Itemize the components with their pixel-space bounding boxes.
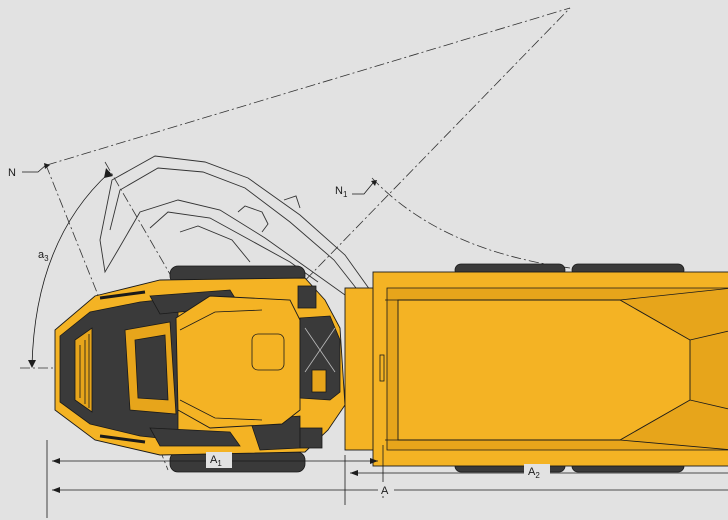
cab-roof <box>175 295 301 429</box>
bottom-headlight <box>99 434 146 444</box>
n1-turning-arc <box>371 177 571 269</box>
n1-pointer <box>352 182 374 195</box>
top-mirror <box>297 285 317 309</box>
n1-arrow-icon <box>371 180 377 186</box>
tractor-unit <box>54 265 346 473</box>
dump-floor <box>397 299 691 441</box>
hood-vent <box>134 334 169 401</box>
grille-slats <box>79 334 90 408</box>
dump-corner-lines <box>619 288 728 450</box>
top-headlight <box>99 290 146 300</box>
a2-label: A2 <box>528 466 540 480</box>
a-total-label: A <box>381 485 389 497</box>
cab-edge-top <box>179 309 263 331</box>
cab-edge-bottom <box>179 399 263 421</box>
dump-front-plate <box>344 287 378 451</box>
a3-arrow-bottom-icon <box>28 360 36 368</box>
front-bottom-wheel <box>169 451 306 473</box>
labels: N N1 a3 A1 A2 A <box>8 167 550 497</box>
dump-tail-lines <box>689 330 728 410</box>
a1-label: A1 <box>210 454 222 468</box>
n-radius-line <box>46 7 571 166</box>
joint-grid <box>304 327 336 373</box>
roof-hatch <box>251 333 285 371</box>
a3-label: a3 <box>38 249 49 263</box>
dump-floor-edges <box>385 299 398 441</box>
bottom-fender <box>149 427 241 447</box>
dump-latch <box>379 354 385 382</box>
trailer-unit <box>344 263 728 473</box>
n-pointer <box>22 164 47 173</box>
n1-label: N1 <box>335 185 348 199</box>
joint-block <box>311 369 327 393</box>
n1-radius-line <box>217 7 571 371</box>
front-grille <box>74 327 93 413</box>
bottom-step <box>299 427 323 449</box>
articulation-joint <box>299 315 341 401</box>
n-arrow-icon <box>44 163 50 169</box>
a3-arrow-top-icon <box>104 168 113 178</box>
n-label: N <box>8 167 16 179</box>
a3-angle-arc <box>31 171 111 367</box>
